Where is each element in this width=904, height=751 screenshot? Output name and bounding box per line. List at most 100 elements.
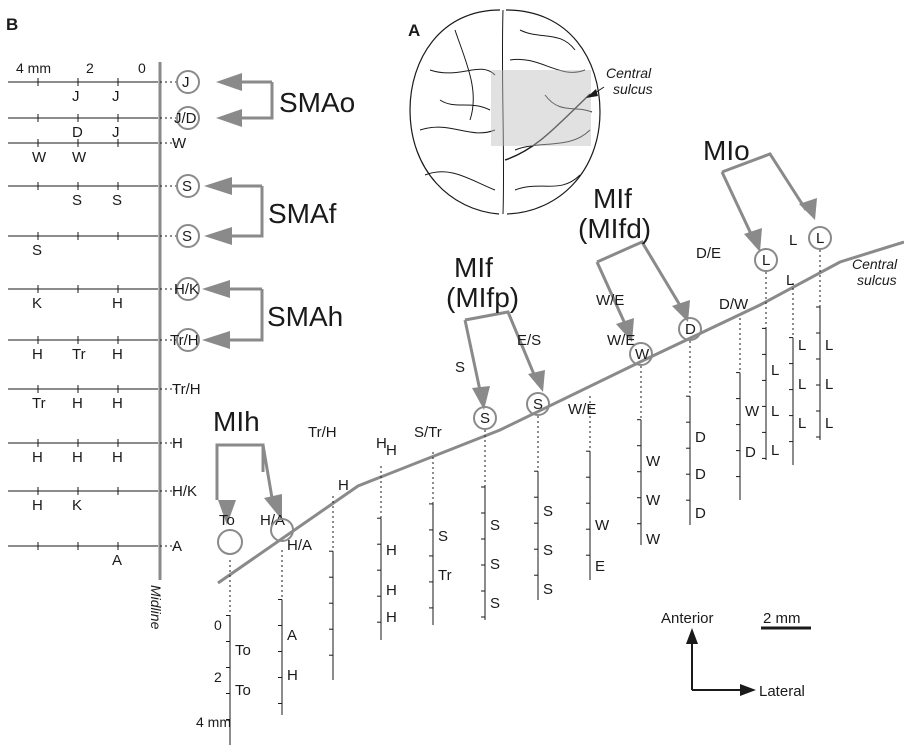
cortical-surface	[218, 242, 904, 583]
row-point-label: H	[32, 449, 43, 466]
scale-label-2: 2	[86, 60, 94, 76]
track-point-label: D	[695, 466, 706, 483]
row-terminal-label: S	[182, 228, 192, 245]
track-point-label: E	[595, 558, 605, 575]
penetration-track: LLL	[816, 250, 833, 440]
region-smaf: SMAf	[268, 198, 337, 229]
penetration-track: WD	[736, 318, 760, 500]
surface-label-to: To	[219, 512, 235, 529]
row-terminal-label: Tr/H	[170, 332, 199, 349]
midline-label: Midline	[148, 585, 164, 630]
row-terminal-label: H/K	[174, 281, 199, 298]
track-point-label: L	[798, 376, 806, 393]
circled-sites: S S W D L L	[218, 227, 831, 554]
row-point-label: Tr	[32, 395, 46, 412]
track-point-label: L	[825, 415, 833, 432]
track-point-label: S	[490, 556, 500, 573]
row-point-label: K	[32, 295, 42, 312]
anterior-label: Anterior	[661, 610, 714, 627]
track-point-label: H	[338, 477, 349, 494]
track-point-label: L	[771, 442, 779, 459]
track-point-label: L	[798, 337, 806, 354]
track-point-label: H/A	[287, 537, 312, 554]
penetration-row: JJJ	[8, 71, 199, 105]
row-point-label: H	[72, 449, 83, 466]
row-terminal-label: J	[182, 74, 190, 91]
track-point-label: W	[646, 492, 661, 509]
track-point-label: D	[695, 505, 706, 522]
penetration-track: D D D	[686, 341, 706, 525]
lateral-label: Lateral	[759, 683, 805, 700]
track-point-label: Tr	[438, 567, 452, 584]
penetration-track: S S S	[481, 430, 500, 620]
row-point-label: H	[32, 497, 43, 514]
penetration-row: J/D D J	[8, 107, 199, 141]
row-point-label: J	[112, 124, 120, 141]
row-point-label: A	[112, 552, 122, 569]
row-point-label: H	[112, 346, 123, 363]
track-point-label: S	[490, 595, 500, 612]
track-point-label: L	[798, 415, 806, 432]
brain-sulcus-label-2: sulcus	[613, 81, 653, 97]
panel-b-label: B	[6, 15, 18, 34]
surface-label-w-e-3: W/E	[607, 332, 635, 349]
scale-bar-label: 2 mm	[763, 610, 801, 627]
smao-bracket	[216, 73, 272, 127]
depth-scale: 0 2 4 mm	[196, 617, 231, 730]
track-point-label: H	[386, 582, 397, 599]
surface-label-e-s: E/S	[517, 332, 541, 349]
track-point-label: W	[745, 403, 760, 420]
central-sulcus-label-2: sulcus	[857, 272, 897, 288]
track-point-label: L	[771, 362, 779, 379]
penetration-track: H	[329, 477, 349, 680]
row-point-label: S	[112, 192, 122, 209]
track-point-label: W	[646, 531, 661, 548]
track-point-label: D	[745, 444, 756, 461]
circle-label-l-1: L	[762, 252, 770, 269]
track-point-label: H	[386, 542, 397, 559]
surface-label-w-e-2: W/E	[596, 292, 624, 309]
row-point-label: H	[112, 395, 123, 412]
depth-label-4: 4 mm	[196, 714, 231, 730]
surface-label-s-tr: S/Tr	[414, 424, 442, 441]
surface-label-h: H	[376, 435, 387, 452]
row-point-label: D	[72, 124, 83, 141]
row-point-label: J	[112, 88, 120, 105]
region-smah: SMAh	[267, 301, 343, 332]
region-mio: MIo	[703, 135, 750, 166]
circle-label-s-2: S	[533, 396, 543, 413]
track-point-label: S	[490, 517, 500, 534]
row-point-label: W	[32, 149, 47, 166]
penetration-row: AA	[8, 538, 182, 569]
central-sulcus-label-1: Central	[852, 256, 898, 272]
track-point-label: To	[235, 682, 251, 699]
region-mifd: (MIfd)	[578, 213, 651, 244]
track-point-label: H	[386, 609, 397, 626]
surface-label-d-e: D/E	[696, 245, 721, 262]
region-mifp: (MIfp)	[446, 282, 519, 313]
depth-label-0: 0	[214, 617, 222, 633]
row-point-label: H	[112, 449, 123, 466]
penetration-track: H/AAH	[278, 537, 312, 715]
scale-label-0: 0	[138, 60, 146, 76]
row-point-label: H	[112, 295, 123, 312]
row-point-label: H	[32, 346, 43, 363]
penetration-row: Tr/H H Tr H	[8, 329, 199, 363]
track-point-label: A	[287, 627, 297, 644]
track-point-label: D	[695, 429, 706, 446]
region-mif-2: MIf	[593, 183, 632, 214]
surface-label-d-w: D/W	[719, 296, 749, 313]
row-terminal-label: J/D	[174, 110, 197, 127]
row-point-label: S	[72, 192, 82, 209]
track-point-label: L	[825, 376, 833, 393]
track-point-label: H	[386, 442, 397, 459]
row-point-label: Tr	[72, 346, 86, 363]
region-smao: SMAo	[279, 87, 355, 118]
penetration-rows: JJJJ/DDJWWWSSSSSH/KKHTr/HHTrHTr/HTrHHHHH…	[8, 71, 201, 569]
row-point-label: S	[32, 242, 42, 259]
row-terminal-label: S	[182, 178, 192, 195]
